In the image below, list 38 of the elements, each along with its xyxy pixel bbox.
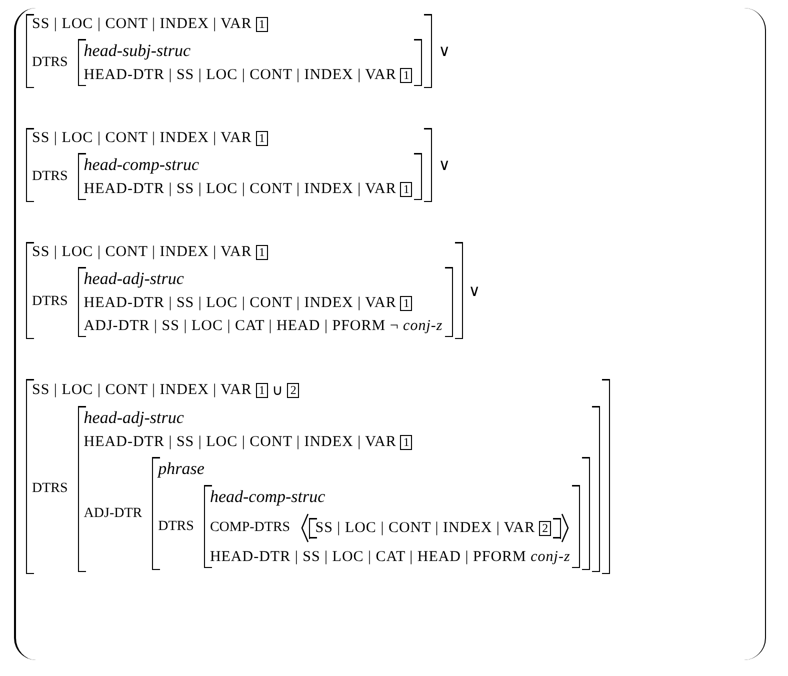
coindex-tag: 1 [400,68,412,83]
coindex-tag: 1 [256,245,268,260]
type-label: head-subj-struc [84,41,191,61]
feature-path: HEAD-DTR | SS | LOC | CONT | INDEX | VAR [84,295,396,312]
feature-path: ADJ-DTR | SS | LOC | CAT | HEAD | PFORM ¬ conj-z [84,318,443,335]
type-label: head-adj-struc [84,408,184,428]
feature-path: SS | LOC | CONT | INDEX | VAR [32,16,252,33]
feature-path: HEAD-DTR | SS | LOC | CONT | INDEX | VAR [84,181,396,198]
feature-path: SS | LOC | CONT | INDEX | VAR [32,382,252,399]
feature-path: SS | LOC | CONT | INDEX | VAR [315,520,536,536]
feature-path: HEAD-DTR | SS | LOC | CONT | INDEX | VAR [84,434,396,451]
attribute-label: COMP-DTRS [210,520,292,536]
coindex-tag: 1 [400,182,412,197]
feature-path: HEAD-DTR | SS | LOC | CONT | INDEX | VAR [84,67,396,84]
coindex-tag: 1 [400,296,412,311]
feature-path: SS | LOC | CONT | INDEX | VAR [32,130,252,147]
coindex-tag: 1 [400,435,412,450]
coindex-tag: 2 [539,520,552,536]
feature-path: SS | LOC | CONT | INDEX | VAR [32,244,252,261]
coindex-tag: 1 [256,17,268,32]
attribute-label: DTRS [32,168,68,184]
type-label: head-comp-struc [84,155,199,175]
type-label: phrase [158,459,204,479]
coindex-tag: 2 [287,383,300,398]
type-label: head-adj-struc [84,269,184,289]
coindex-tag: 1 [256,131,268,146]
disjunction-symbol: ∨ [438,156,450,175]
attribute-label: DTRS [32,294,68,310]
attribute-label: DTRS [32,481,68,497]
feature-path: HEAD-DTR | SS | LOC | CAT | HEAD | PFORM conj-z [210,549,570,566]
attribute-label: DTRS [158,518,194,534]
disjunction-symbol: ∨ [468,282,481,300]
attribute-label: ADJ-DTR [84,506,142,522]
attribute-label: DTRS [32,54,68,70]
union-symbol: ∪ [272,382,284,400]
type-label: head-comp-struc [210,487,326,507]
coindex-tag: 1 [256,383,268,398]
disjunction-symbol: ∨ [438,42,450,61]
